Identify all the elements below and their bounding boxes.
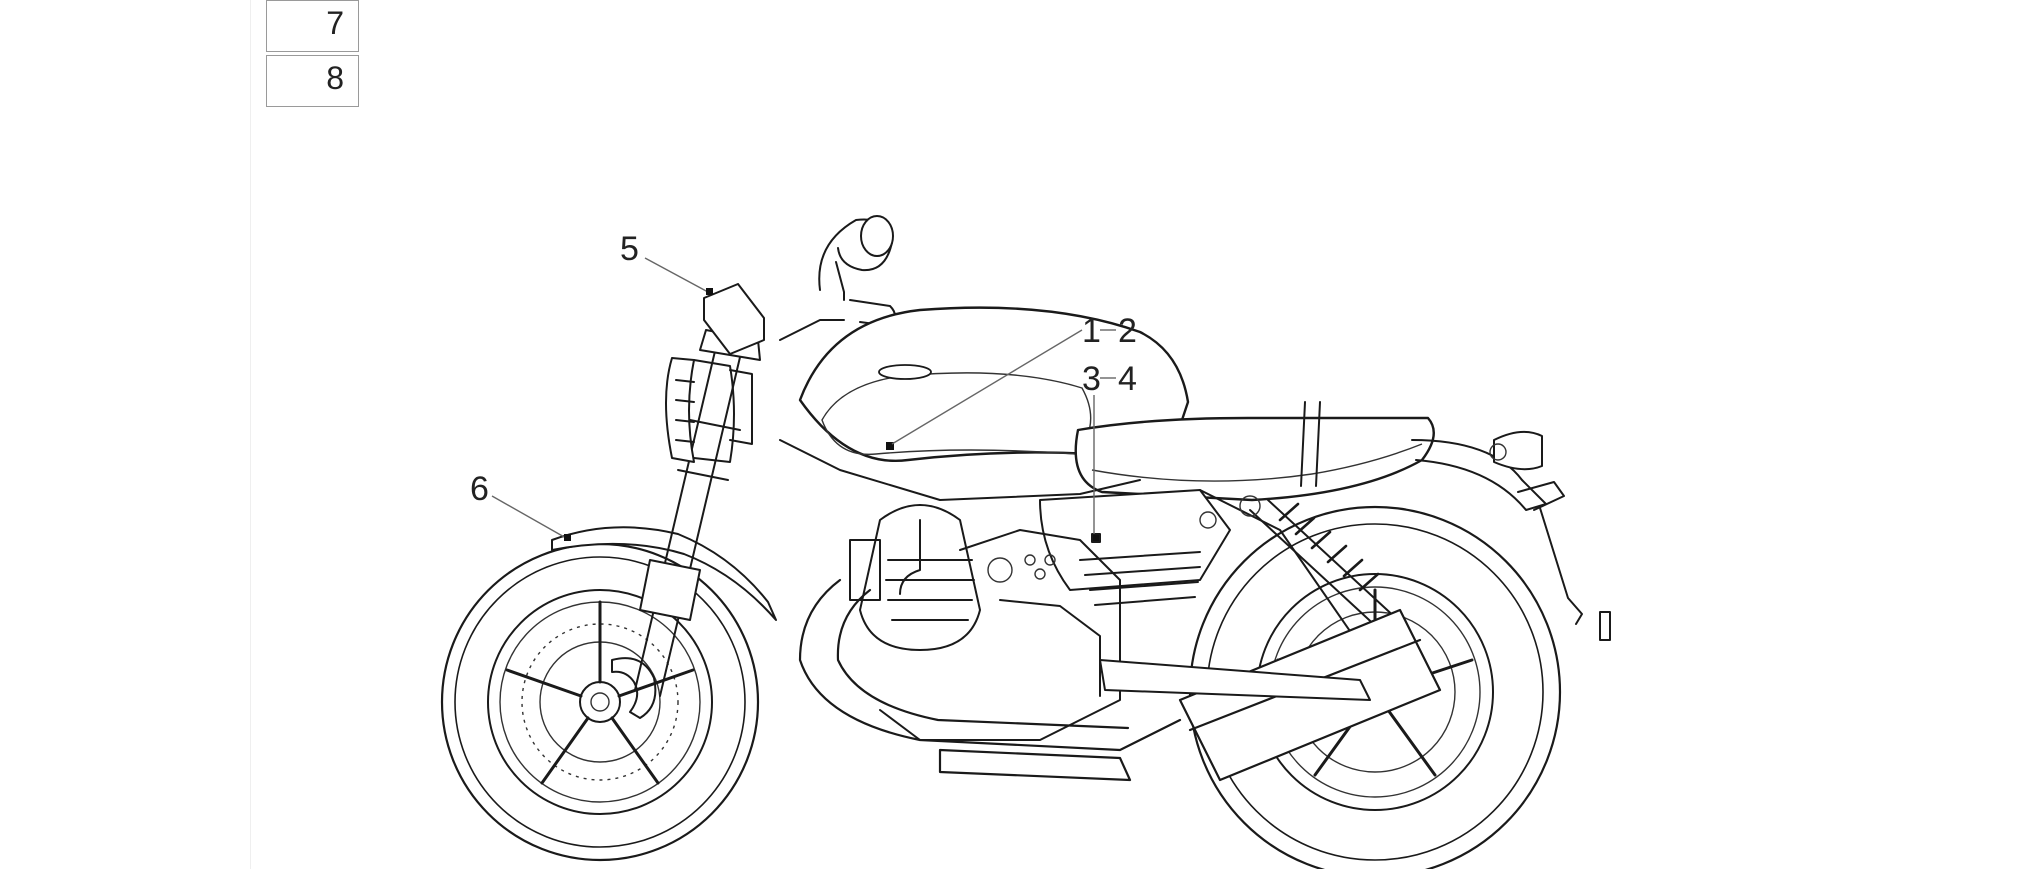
callout-1: 1 [1082, 312, 1101, 350]
page-margin-line [250, 0, 251, 869]
engine [849, 504, 1121, 741]
callout-6: 6 [470, 470, 489, 508]
callout-5: 5 [620, 230, 639, 268]
reference-box-7: 7 [266, 0, 359, 52]
front-fork [634, 329, 761, 697]
panel-marker [1091, 533, 1101, 543]
callout-4: 4 [1118, 360, 1137, 398]
headlight [665, 357, 753, 463]
rear-shock [1249, 499, 1399, 631]
frame [779, 439, 1371, 681]
tank-marker [886, 442, 894, 450]
callout-2: 2 [1118, 312, 1137, 350]
front-wheel [440, 542, 760, 862]
reference-box-8: 8 [266, 55, 359, 107]
callout-leaders [491, 257, 1116, 541]
fuel-tank [798, 306, 1190, 464]
rear-fender [1411, 430, 1611, 641]
reference-box-8-label: 8 [326, 60, 344, 96]
front-fender [551, 526, 777, 621]
instrument-cluster [703, 283, 765, 355]
callout-3: 3 [1082, 360, 1101, 398]
reference-box-7-label: 7 [326, 5, 344, 41]
callout-labels: 5 1 2 3 4 6 [470, 230, 1137, 508]
swingarm [1099, 659, 1371, 701]
